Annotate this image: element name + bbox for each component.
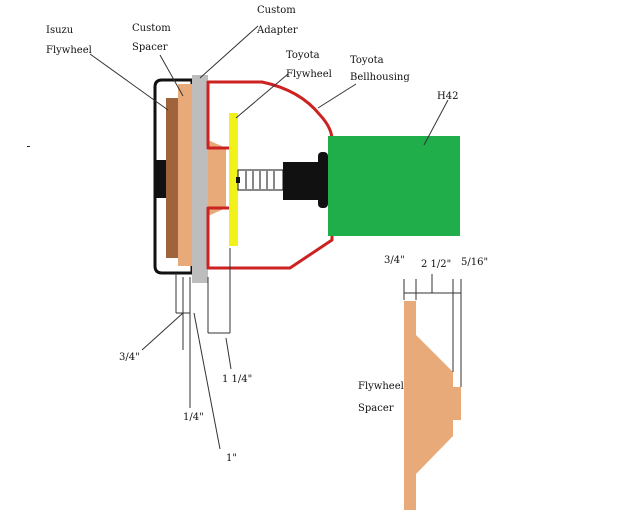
- toyota-flywheel-label-line1: Toyota: [286, 50, 320, 61]
- toyota-flywheel-plate: [229, 113, 238, 246]
- left-dimension-lines: [141, 248, 232, 450]
- isuzu-hub: [155, 160, 167, 198]
- stray-mark: [27, 146, 30, 147]
- toyota-flywheel-label-line2: Flywheel: [286, 69, 332, 80]
- custom-spacer-label-line2: Spacer: [132, 42, 168, 53]
- isuzu-flywheel-label-line1: Isuzu: [46, 25, 74, 36]
- h42-leader: [423, 99, 449, 146]
- dim-2-1-2: 2 1/2": [421, 259, 451, 270]
- toyota-bellhousing-label-line1: Toyota: [350, 55, 384, 66]
- dim-1-4: 1/4": [183, 412, 204, 423]
- isuzu-flywheel-outline: [153, 78, 194, 275]
- custom-adapter-label-line2: Adapter: [256, 25, 298, 36]
- toyota-bellhousing-leader: [317, 83, 357, 109]
- isuzu-flywheel-leader: [89, 53, 169, 111]
- toyota-flywheel-leader: [235, 73, 289, 119]
- custom-adapter-label-line1: Custom: [257, 5, 296, 16]
- flywheel-spacer-label-line1: Flywheel: [358, 381, 404, 392]
- dim-1: 1": [226, 453, 237, 464]
- toyota-bellhousing-label-line2: Bellhousing: [350, 72, 410, 83]
- h42-label: H42: [437, 91, 458, 102]
- toyota-bellhousing-outline: [206, 80, 334, 270]
- input-shaft: [236, 152, 328, 208]
- custom-spacer-plate: [178, 84, 193, 266]
- h42-transmission: [328, 136, 460, 236]
- dim-3-4-detail: 3/4": [384, 255, 405, 266]
- detail-dimension-lines: [403, 274, 462, 387]
- flywheel-spacer-detail: [404, 301, 461, 510]
- custom-spacer-leader: [159, 54, 184, 97]
- isuzu-flywheel-plate: [166, 98, 178, 258]
- dim-3-4-left: 3/4": [119, 352, 140, 363]
- isuzu-flywheel-label-line2: Flywheel: [46, 45, 92, 56]
- flywheel-spacer-label-line2: Spacer: [358, 403, 394, 414]
- custom-spacer-label-line1: Custom: [132, 23, 171, 34]
- dim-5-16: 5/16": [461, 257, 488, 268]
- dim-1-1-4: 1 1/4": [222, 374, 252, 385]
- custom-adapter-plate: [192, 75, 208, 283]
- spacer-boss: [208, 140, 226, 216]
- custom-adapter-leader: [199, 25, 259, 79]
